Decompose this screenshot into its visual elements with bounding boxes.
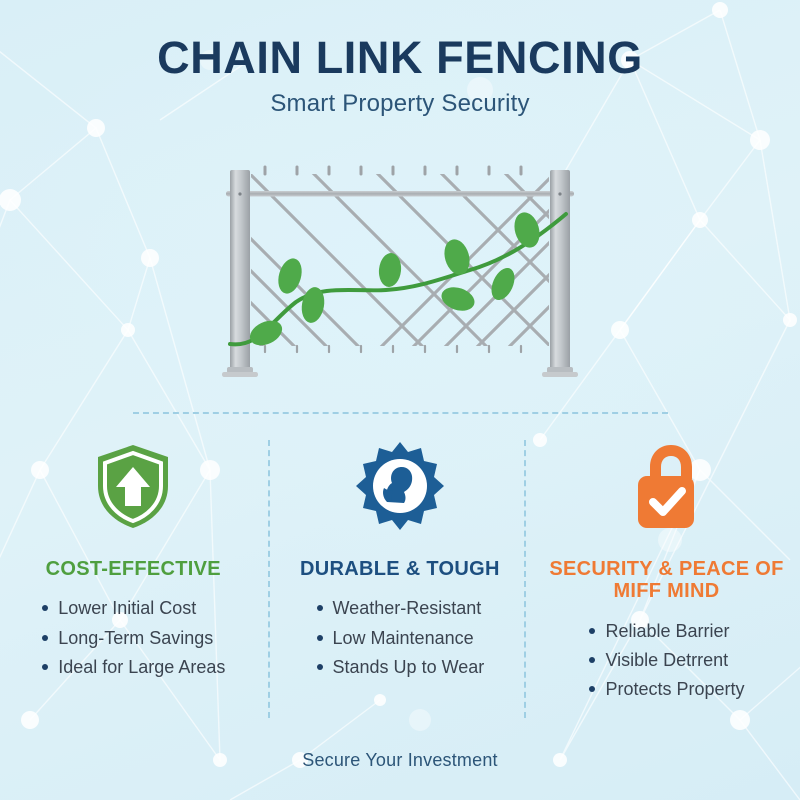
footer-tagline: Secure Your Investment xyxy=(302,750,498,770)
vine-graphic xyxy=(228,212,568,347)
feature-heading-security: SECURITY & PEACE OF MIFF MIND xyxy=(549,558,784,603)
page-subtitle: Smart Property Security xyxy=(270,90,530,118)
list-item: Protects Property xyxy=(588,675,745,704)
feature-column-durable-tough: DURABLE & TOUGH Weather-Resistant Low Ma… xyxy=(267,440,534,704)
list-item: Visible Detrrent xyxy=(588,646,744,675)
vine-leaves xyxy=(249,212,540,346)
list-item: Lower Initial Cost xyxy=(41,594,225,623)
list-item: Ideal for Large Areas xyxy=(41,653,225,682)
fence-mesh-top-barbs xyxy=(263,165,523,176)
shield-up-arrow-icon xyxy=(93,440,173,532)
divider-vertical-right xyxy=(524,440,526,718)
feature-list-durable-tough: Weather-Resistant Low Maintenance Stands… xyxy=(316,594,485,682)
fence-post-right xyxy=(542,170,578,377)
feature-columns: COST-EFFECTIVE Lower Initial Cost Long-T… xyxy=(0,440,800,704)
feature-list-security: Reliable Barrier Visible Detrrent Protec… xyxy=(588,617,745,704)
feature-column-cost-effective: COST-EFFECTIVE Lower Initial Cost Long-T… xyxy=(0,440,267,704)
feature-list-cost-effective: Lower Initial Cost Long-Term Savings Ide… xyxy=(41,594,225,681)
fence-graphic xyxy=(222,165,578,377)
list-item: Low Maintenance xyxy=(316,624,485,653)
fence-illustration xyxy=(218,162,582,390)
divider-horizontal xyxy=(133,412,668,414)
list-item: Weather-Resistant xyxy=(316,594,485,623)
gear-muscle-arm-icon xyxy=(354,440,446,532)
page-title: CHAIN LINK FENCING xyxy=(157,32,643,83)
padlock-check-icon xyxy=(626,440,706,532)
fence-post-left xyxy=(222,170,258,377)
fence-mesh-bottom-barbs xyxy=(263,344,523,354)
list-item: Long-Term Savings xyxy=(41,624,225,653)
feature-heading-cost-effective: COST-EFFECTIVE xyxy=(45,558,221,580)
divider-vertical-left xyxy=(268,440,270,718)
list-item: Stands Up to Wear xyxy=(316,653,484,682)
list-item: Reliable Barrier xyxy=(588,617,744,646)
fence-mesh xyxy=(251,174,549,346)
feature-heading-durable-tough: DURABLE & TOUGH xyxy=(300,558,500,580)
feature-column-security: SECURITY & PEACE OF MIFF MIND Reliable B… xyxy=(533,440,800,704)
fence-top-rail xyxy=(226,191,574,197)
header: CHAIN LINK FENCING Smart Property Securi… xyxy=(0,34,800,118)
